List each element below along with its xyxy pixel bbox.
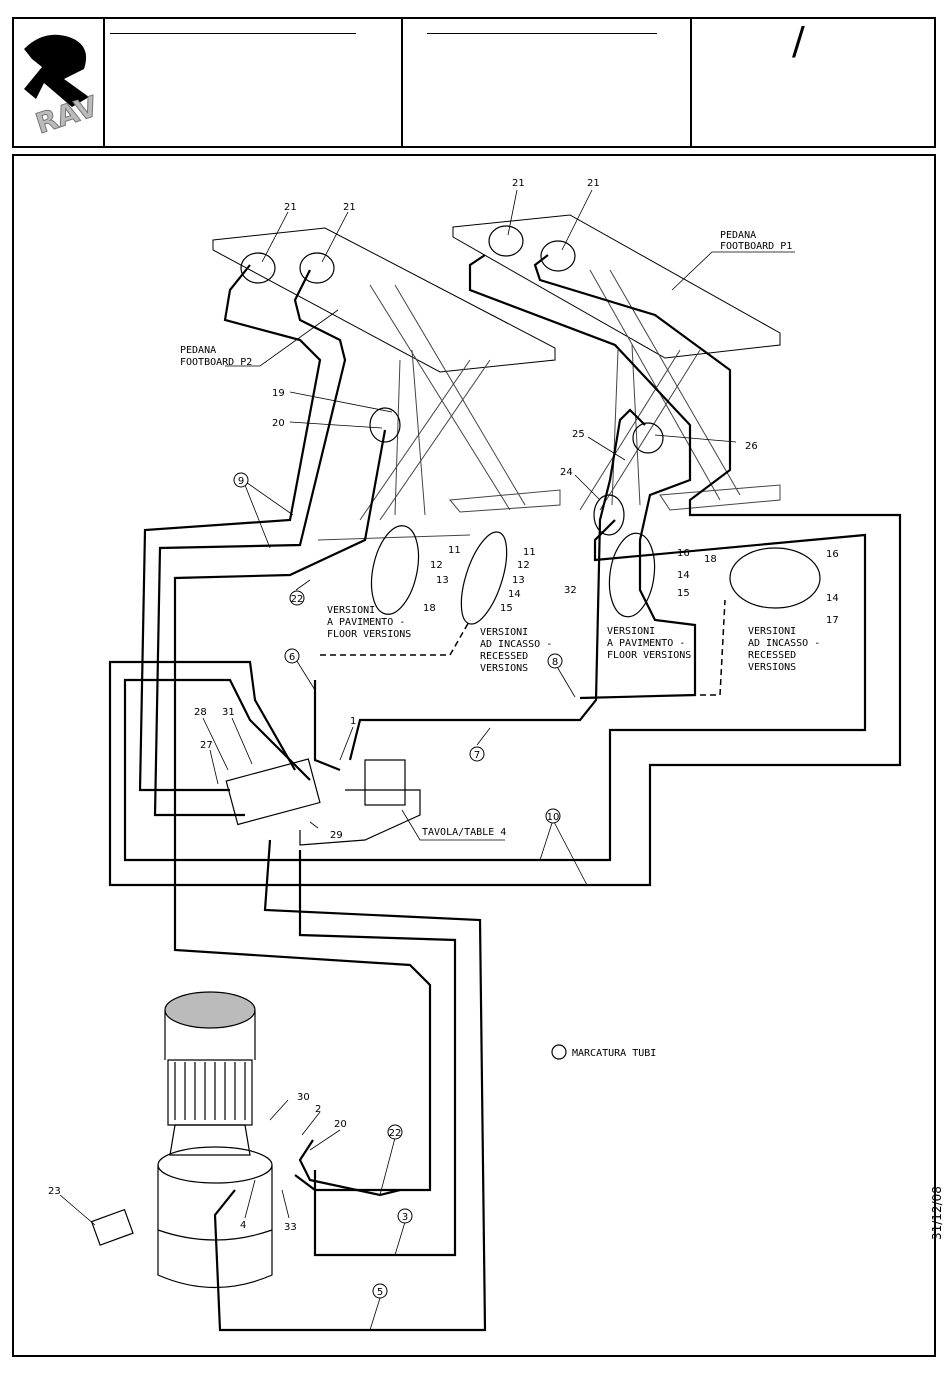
floor-versions-en: FLOOR VERSIONS bbox=[327, 629, 411, 640]
part-21a: 21 bbox=[284, 202, 297, 213]
tube-mark-7: 7 bbox=[474, 750, 480, 761]
footboard-p1 bbox=[452, 214, 781, 359]
part-4: 4 bbox=[240, 1220, 246, 1231]
legend-circle-icon bbox=[551, 1044, 567, 1060]
tube-mark-8: 8 bbox=[552, 657, 558, 668]
recessed-versions2-it-1: VERSIONI bbox=[748, 626, 796, 637]
recessed-versions-en-1: RECESSED bbox=[480, 651, 528, 662]
part-30: 30 bbox=[297, 1092, 310, 1103]
part-11b: 11 bbox=[523, 547, 536, 558]
part-11a: 11 bbox=[448, 545, 461, 556]
part-29: 29 bbox=[330, 830, 343, 841]
title-line-2 bbox=[427, 33, 657, 34]
part-33: 33 bbox=[284, 1222, 297, 1233]
part-21d: 21 bbox=[587, 178, 600, 189]
floor-versions2-it-1: VERSIONI bbox=[607, 626, 655, 637]
part-19: 19 bbox=[272, 388, 285, 399]
title-cell-1 bbox=[105, 19, 403, 146]
recessed-versions-it-2: AD INCASSO - bbox=[480, 639, 552, 650]
part-16a: 16 bbox=[677, 548, 690, 559]
drawing-date: 31/12/08 bbox=[930, 1186, 944, 1240]
rav-logo: RAV bbox=[24, 34, 102, 141]
footboard-p2 bbox=[212, 227, 556, 373]
title-line-1 bbox=[110, 33, 356, 34]
part-15b: 15 bbox=[500, 603, 513, 614]
part-28: 28 bbox=[194, 707, 207, 718]
part-32: 32 bbox=[564, 585, 577, 596]
recessed-versions2-en-2: VERSIONS bbox=[748, 662, 796, 673]
valve-block-2 bbox=[225, 758, 321, 826]
floor-versions-it-2: A PAVIMENTO - bbox=[327, 617, 405, 628]
part-20a: 20 bbox=[272, 418, 285, 429]
tube-mark-3: 3 bbox=[402, 1212, 408, 1223]
footboard-p1-en: FOOTBOARD P1 bbox=[720, 241, 792, 252]
tube-mark-9: 9 bbox=[238, 476, 244, 487]
tube-22 bbox=[173, 429, 432, 1192]
part-1: 1 bbox=[350, 716, 356, 727]
valve-block-1 bbox=[364, 759, 406, 806]
floor-versions2-it-2: A PAVIMENTO - bbox=[607, 638, 685, 649]
part-13a: 13 bbox=[436, 575, 449, 586]
part-24: 24 bbox=[560, 467, 573, 478]
part-21b: 21 bbox=[343, 202, 356, 213]
part-14b: 14 bbox=[508, 589, 521, 600]
tube-9a bbox=[138, 264, 322, 792]
logo-cell: RAV bbox=[14, 19, 105, 146]
floor-versions-it-1: VERSIONI bbox=[327, 605, 375, 616]
part-13b: 13 bbox=[512, 575, 525, 586]
tube-mark-22b: 22 bbox=[389, 1128, 402, 1139]
pump-motor-unit bbox=[90, 991, 273, 1288]
recessed-versions2-it-2: AD INCASSO - bbox=[748, 638, 820, 649]
floor-versions2-en: FLOOR VERSIONS bbox=[607, 650, 691, 661]
table-reference: TAVOLA/TABLE 4 bbox=[422, 827, 506, 838]
recessed-versions-en-2: VERSIONS bbox=[480, 663, 528, 674]
part-25: 25 bbox=[572, 429, 585, 440]
footboard-p2-it: PEDANA bbox=[180, 345, 216, 356]
tube-mark-10: 10 bbox=[547, 812, 560, 823]
recessed-versions-it-1: VERSIONI bbox=[480, 627, 528, 638]
part-12b: 12 bbox=[517, 560, 530, 571]
footboard-p1-it: PEDANA bbox=[720, 230, 756, 241]
part-18b: 18 bbox=[704, 554, 717, 565]
part-23: 23 bbox=[48, 1186, 61, 1197]
legend-label: MARCATURA TUBI bbox=[572, 1048, 656, 1059]
part-17: 17 bbox=[826, 615, 839, 626]
footboard-p2-en: FOOTBOARD P2 bbox=[180, 357, 252, 368]
part-14d: 14 bbox=[826, 593, 839, 604]
tube-8 bbox=[123, 519, 867, 862]
tube-10 bbox=[108, 254, 902, 887]
tube-mark-22a: 22 bbox=[291, 594, 304, 605]
tube-5 bbox=[213, 839, 487, 1332]
tube-mark-6: 6 bbox=[289, 652, 295, 663]
part-16b: 16 bbox=[826, 549, 839, 560]
title-cell-3: / bbox=[692, 19, 934, 146]
part-15c: 15 bbox=[677, 588, 690, 599]
tube-3 bbox=[298, 850, 457, 1257]
part-27: 27 bbox=[200, 740, 213, 751]
recessed-versions2-en-1: RECESSED bbox=[748, 650, 796, 661]
part-20b: 20 bbox=[334, 1119, 347, 1130]
tube-mark-5: 5 bbox=[377, 1287, 383, 1298]
part-31: 31 bbox=[222, 707, 235, 718]
title-slash: / bbox=[792, 19, 805, 63]
part-12a: 12 bbox=[430, 560, 443, 571]
part-18a: 18 bbox=[423, 603, 436, 614]
title-block: RAV / bbox=[12, 17, 936, 148]
part-26: 26 bbox=[745, 441, 758, 452]
part-2: 2 bbox=[315, 1104, 321, 1115]
part-21c: 21 bbox=[512, 178, 525, 189]
part-14c: 14 bbox=[677, 570, 690, 581]
drawing-frame bbox=[12, 154, 936, 1357]
title-cell-2 bbox=[403, 19, 692, 146]
